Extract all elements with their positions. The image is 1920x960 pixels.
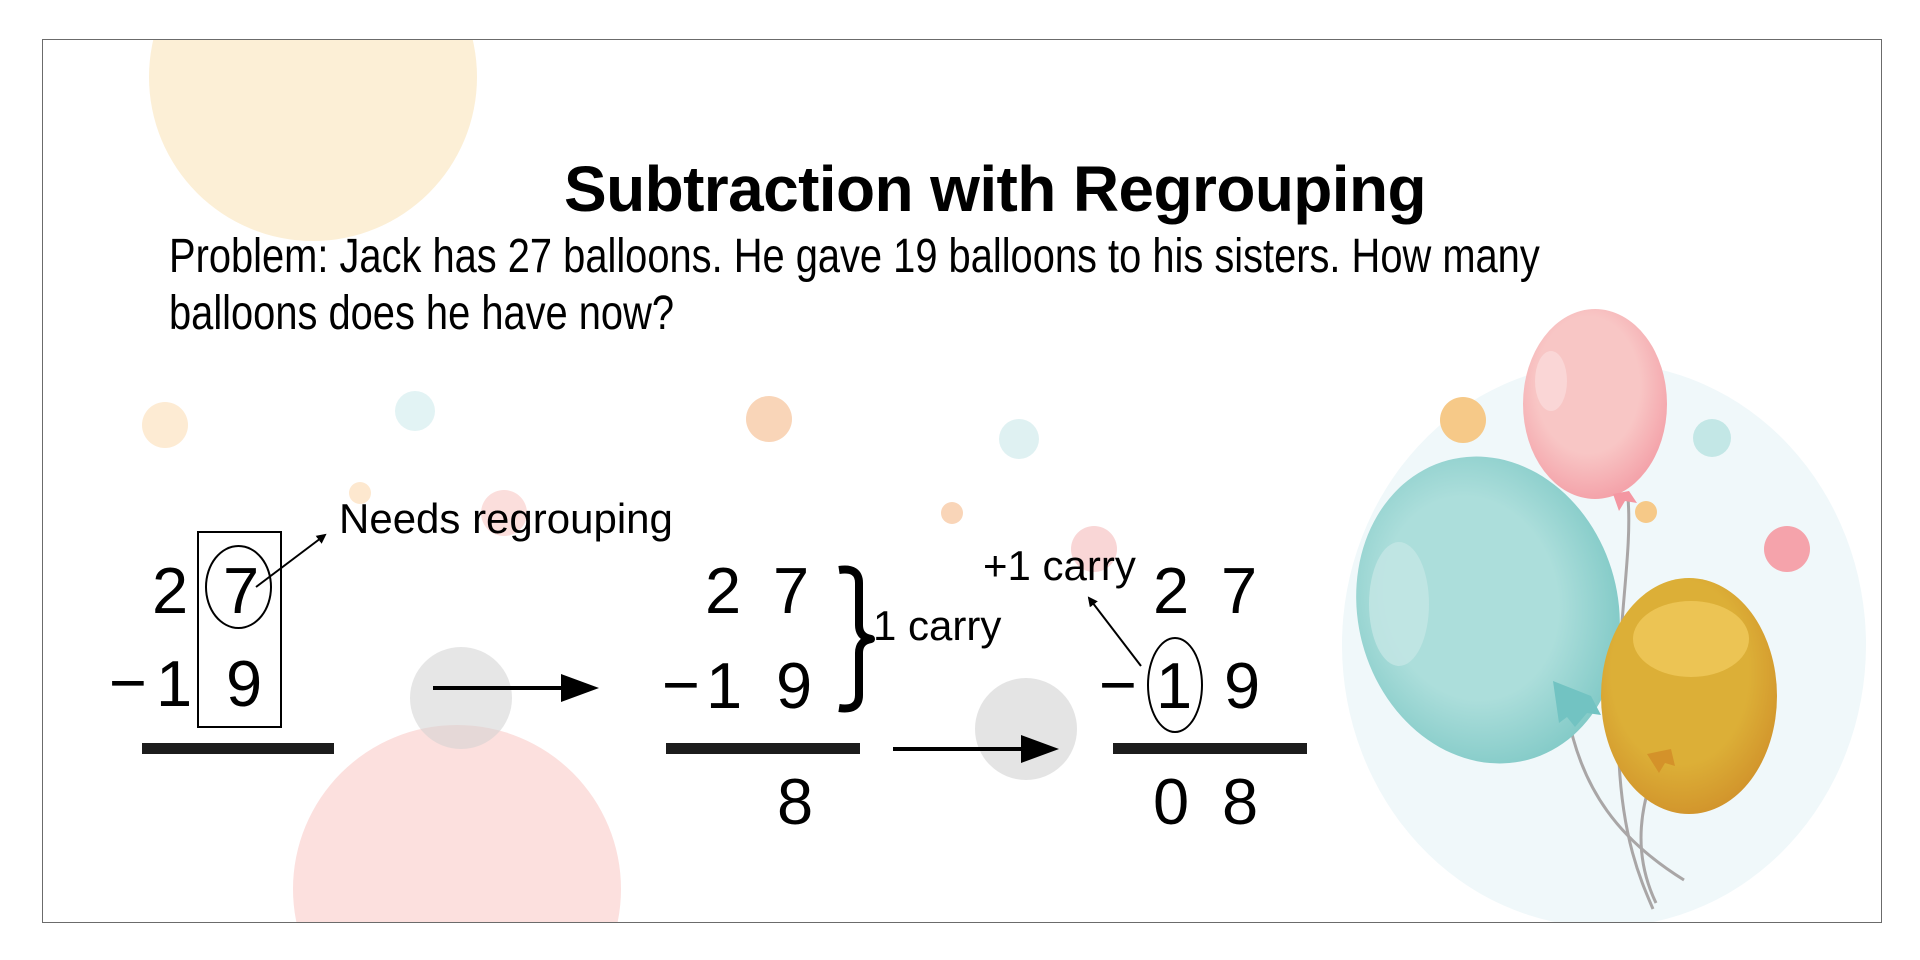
slide-title: Subtraction with Regrouping [564, 153, 1427, 225]
deco-dot-orange [746, 396, 792, 442]
one-carry-label: 1 carry [873, 602, 1002, 649]
step2-top-ones: 7 [773, 554, 810, 627]
carry-arrow-icon [1087, 596, 1142, 667]
deco-dot-pink [1764, 526, 1810, 572]
step3-top-tens: 2 [1153, 554, 1190, 627]
step3-answer-line [1113, 743, 1307, 754]
step2-result-ones: 8 [777, 765, 814, 838]
deco-dot-orange [142, 402, 188, 448]
step1-bottom-ones: 9 [226, 647, 263, 720]
balloon-bunch-illustration [1342, 309, 1866, 922]
problem-statement: Problem: Jack has 27 balloons. He gave 1… [169, 228, 1540, 342]
step2-bottom-ones: 9 [776, 649, 813, 722]
needs-regrouping-arrow-icon [255, 533, 327, 588]
step1-bottom-tens: 1 [156, 647, 193, 720]
slide-frame: Subtraction with Regrouping Problem: Jac… [42, 39, 1882, 923]
step2-minus: − [662, 648, 700, 721]
step3-bottom-ones: 9 [1224, 649, 1261, 722]
ones-column-box [197, 531, 282, 728]
arrow-right-icon [433, 674, 599, 702]
needs-regrouping-label: Needs regrouping [339, 495, 673, 542]
tens-digit-oval [1147, 637, 1203, 733]
step3-top-ones: 7 [1221, 554, 1258, 627]
deco-dot-orange-small [1635, 501, 1657, 523]
step2-top-tens: 2 [705, 554, 742, 627]
deco-dot-pink [1071, 526, 1117, 572]
plus-one-carry-label: +1 carry [983, 542, 1136, 589]
ones-digit-circle [205, 545, 272, 629]
problem-line-1: Problem: Jack has 27 balloons. He gave 1… [169, 230, 1540, 283]
deco-dot-teal [999, 419, 1039, 459]
step1-answer-line [142, 743, 334, 754]
step1-minus: − [109, 646, 147, 719]
right-brace-icon [838, 565, 875, 713]
step1-top-tens: 2 [152, 554, 189, 627]
deco-dot-orange-small [941, 502, 963, 524]
step3-result-tens: 0 [1153, 765, 1190, 838]
step3-result-ones: 8 [1222, 765, 1259, 838]
problem-line-2: balloons does he have now? [169, 287, 675, 340]
deco-dot-orange-small [349, 482, 371, 504]
deco-circle-gray [410, 647, 512, 749]
deco-dot-pink [481, 490, 527, 536]
step3-minus: − [1099, 648, 1137, 721]
deco-dot-teal [395, 391, 435, 431]
deco-dot-orange [1440, 397, 1486, 443]
arrow-right-icon [893, 735, 1059, 763]
step2-bottom-tens: 1 [706, 649, 743, 722]
deco-circle-gray [975, 678, 1077, 780]
deco-dot-teal [1693, 419, 1731, 457]
step2-answer-line [666, 743, 860, 754]
annotation-arrows [255, 533, 1142, 763]
